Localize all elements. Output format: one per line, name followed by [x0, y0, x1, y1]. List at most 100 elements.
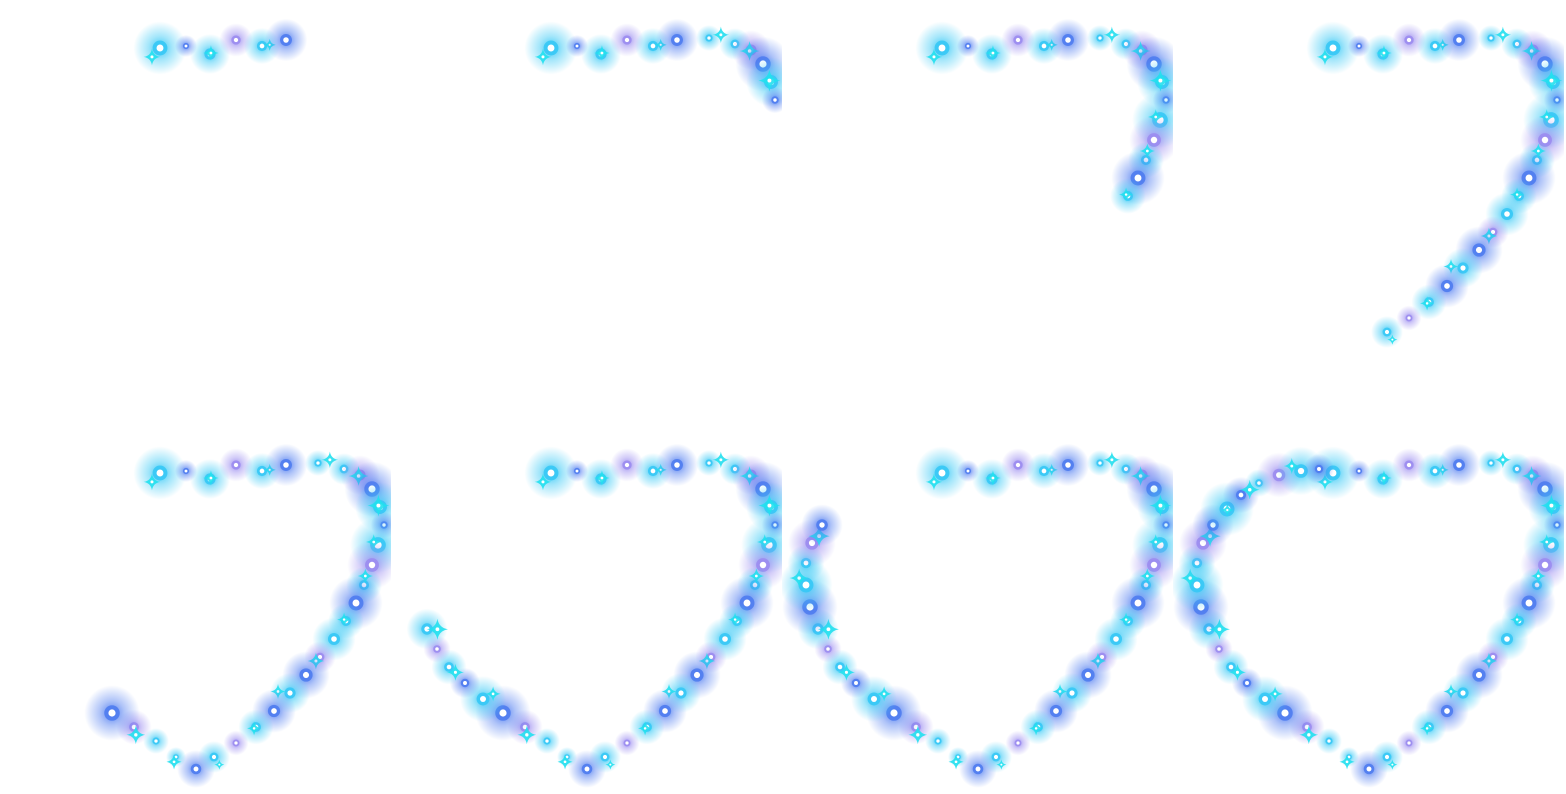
- sparkle-core: [376, 503, 381, 508]
- sparkle-core: [844, 670, 848, 674]
- glow-orb-icon: [1437, 18, 1481, 62]
- sparkle-core: [991, 476, 995, 480]
- sparkle-heart: [1306, 18, 1564, 348]
- animation-frame-1: [0, 0, 391, 397]
- sparkle-core: [218, 763, 221, 766]
- glow-orb-icon: [264, 18, 308, 62]
- sparkle-core: [209, 51, 213, 55]
- animation-frame-4: [1173, 0, 1564, 397]
- glow-orb-icon: [1306, 21, 1360, 75]
- sparkle-core: [1124, 193, 1128, 196]
- sparkle-core: [882, 692, 886, 696]
- sparkle-core: [1382, 476, 1386, 480]
- glow-orb-icon: [1437, 443, 1481, 487]
- sparkle-core: [1034, 727, 1038, 730]
- sparkle-core: [1000, 763, 1003, 766]
- sparkle-core: [600, 476, 604, 480]
- sparkle-core: [1323, 55, 1327, 59]
- sparkle-heart: [782, 443, 1173, 788]
- glow-orb-icon: [1046, 18, 1090, 62]
- glow-orb-icon: [1087, 450, 1113, 476]
- sparkle-core: [609, 763, 612, 766]
- sparkle-core: [453, 670, 457, 674]
- glow-orb-icon: [264, 443, 308, 487]
- sparkle-core: [767, 78, 772, 83]
- glow-orb-icon: [655, 443, 699, 487]
- sparkle-core: [754, 574, 758, 578]
- glow-orb-icon: [133, 446, 187, 500]
- glow-orb-icon: [133, 21, 187, 75]
- sparkle-core: [1307, 733, 1311, 737]
- sparkle-core: [541, 480, 545, 484]
- sparkle-heart: [406, 443, 782, 788]
- sparkle-core: [1235, 670, 1239, 674]
- glow-orb-icon: [1087, 25, 1113, 51]
- sparkle-core: [767, 503, 772, 508]
- glow-orb-icon: [177, 750, 215, 788]
- sparkle-core: [1158, 78, 1163, 83]
- sparkle-core: [1391, 338, 1394, 341]
- glow-orb-icon: [1371, 316, 1403, 348]
- sparkle-core: [1345, 760, 1349, 764]
- glow-orb-icon: [655, 18, 699, 62]
- sparkle-core: [491, 692, 495, 696]
- glow-orb-icon: [801, 504, 843, 546]
- glow-orb-icon: [406, 608, 448, 650]
- sparkle-core: [1145, 574, 1149, 578]
- sparkle-core: [209, 476, 213, 480]
- glow-orb-icon: [1350, 750, 1388, 788]
- sparkle-core: [1145, 149, 1149, 153]
- sparkle-core: [1382, 51, 1386, 55]
- glow-orb-icon: [1005, 730, 1031, 756]
- sparkle-heart: [524, 18, 782, 114]
- sparkle-heart: [915, 18, 1173, 214]
- sparkle-core: [1226, 508, 1229, 512]
- sparkle-core: [1290, 464, 1294, 468]
- glow-orb-icon: [223, 730, 249, 756]
- glow-orb-icon: [84, 685, 140, 741]
- glow-orb-icon: [568, 750, 606, 788]
- glow-orb-icon: [524, 21, 578, 75]
- glow-orb-icon: [696, 25, 722, 51]
- glow-orb-icon: [696, 450, 722, 476]
- glow-orb-icon: [524, 446, 578, 500]
- sparkle-core: [525, 733, 529, 737]
- glow-orb-icon: [1303, 453, 1335, 485]
- sparkle-core: [1391, 763, 1394, 766]
- animation-frame-2: [391, 0, 782, 397]
- sparkle-heart: [1173, 443, 1564, 788]
- sparkle-core: [1536, 149, 1540, 153]
- sparkle-core: [991, 51, 995, 55]
- glow-orb-icon: [1396, 305, 1422, 331]
- animation-frame-7: [782, 397, 1173, 794]
- sparkle-core: [252, 727, 256, 730]
- sparkle-core: [150, 55, 154, 59]
- sparkle-core: [150, 480, 154, 484]
- sparkle-core: [1158, 503, 1163, 508]
- glow-orb-icon: [1396, 730, 1422, 756]
- sparkle-core: [1425, 727, 1429, 730]
- glow-orb-icon: [1046, 443, 1090, 487]
- sparkle-core: [954, 760, 958, 764]
- sparkle-core: [932, 480, 936, 484]
- sparkle-core: [600, 51, 604, 55]
- sparkle-core: [932, 55, 936, 59]
- sparkle-heart: [84, 443, 391, 788]
- sparkle-core: [1425, 302, 1429, 305]
- sparkle-core: [363, 574, 367, 578]
- glow-orb-icon: [915, 21, 969, 75]
- sparkle-heart: [133, 18, 308, 75]
- animation-frame-8: [1173, 397, 1564, 794]
- sparkle-core: [172, 760, 176, 764]
- sparkle-core: [1273, 692, 1277, 696]
- sparkle-core: [435, 627, 440, 632]
- glow-orb-icon: [1478, 450, 1504, 476]
- glow-orb-icon: [959, 750, 997, 788]
- sparkle-core: [916, 733, 920, 737]
- sparkle-core: [134, 733, 138, 737]
- glow-orb-icon: [305, 450, 331, 476]
- sparkle-core: [1549, 78, 1554, 83]
- sparkle-core: [541, 55, 545, 59]
- sparkle-core: [1549, 503, 1554, 508]
